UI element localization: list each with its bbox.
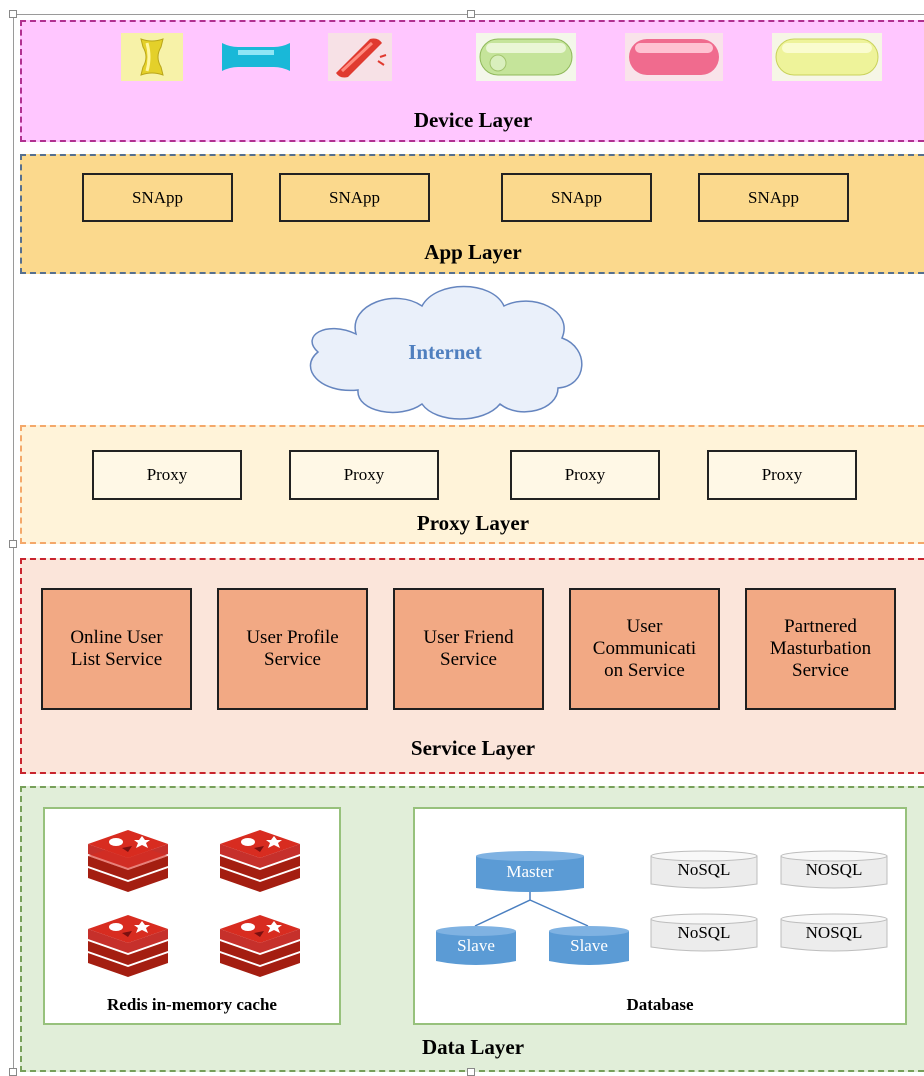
database-label: Database: [626, 995, 694, 1014]
device-yellow-icon: [121, 33, 183, 81]
device-red-icon: [328, 33, 392, 81]
data-layer-title: Data Layer: [421, 1035, 525, 1059]
resize-handle-bottom-left[interactable]: [9, 1068, 17, 1076]
internet-label: Internet: [408, 340, 482, 364]
internet-cloud-icon: [309, 285, 583, 420]
device-pink-icon: [625, 33, 723, 81]
resize-handle-top-left[interactable]: [9, 10, 17, 18]
proxy-box: Proxy: [289, 450, 439, 500]
snapp-box: SNApp: [279, 173, 430, 222]
device-lime-icon: [772, 33, 882, 81]
resize-handle-left[interactable]: [9, 540, 17, 548]
app-layer-title: App Layer: [424, 240, 522, 264]
nosql-label: NOSQL: [805, 860, 863, 879]
nosql-db: NOSQL: [780, 913, 888, 953]
service-layer-title: Service Layer: [410, 736, 536, 760]
proxy-box: Proxy: [510, 450, 660, 500]
master-label: Master: [506, 862, 554, 881]
snapp-box: SNApp: [501, 173, 652, 222]
device-green-icon: [476, 33, 576, 81]
nosql-db: NOSQL: [780, 850, 888, 890]
snapp-box: SNApp: [82, 173, 233, 222]
master-db: Master: [475, 850, 585, 894]
nosql-db: NoSQL: [650, 850, 758, 890]
proxy-box: Proxy: [707, 450, 857, 500]
slave-db: Slave: [435, 925, 517, 967]
slave-label: Slave: [457, 936, 495, 955]
redis-cache-label: Redis in-memory cache: [107, 995, 277, 1014]
resize-handle-top[interactable]: [467, 10, 475, 18]
slave-label: Slave: [570, 936, 608, 955]
nosql-db: NoSQL: [650, 913, 758, 953]
nosql-label: NOSQL: [805, 923, 863, 942]
redis-logo-icon: [88, 830, 168, 892]
redis-logo-icon: [88, 915, 168, 977]
replication-lines: [474, 892, 589, 927]
nosql-label: NoSQL: [677, 923, 731, 942]
device-cyan-icon: [218, 33, 294, 81]
device-layer-title: Device Layer: [413, 108, 533, 132]
redis-logo-icon: [220, 830, 300, 892]
snapp-box: SNApp: [698, 173, 849, 222]
slave-db: Slave: [548, 925, 630, 967]
resize-handle-bottom[interactable]: [467, 1068, 475, 1076]
proxy-box: Proxy: [92, 450, 242, 500]
nosql-label: NoSQL: [677, 860, 731, 879]
proxy-layer-title: Proxy Layer: [416, 511, 530, 535]
redis-logo-icon: [220, 915, 300, 977]
